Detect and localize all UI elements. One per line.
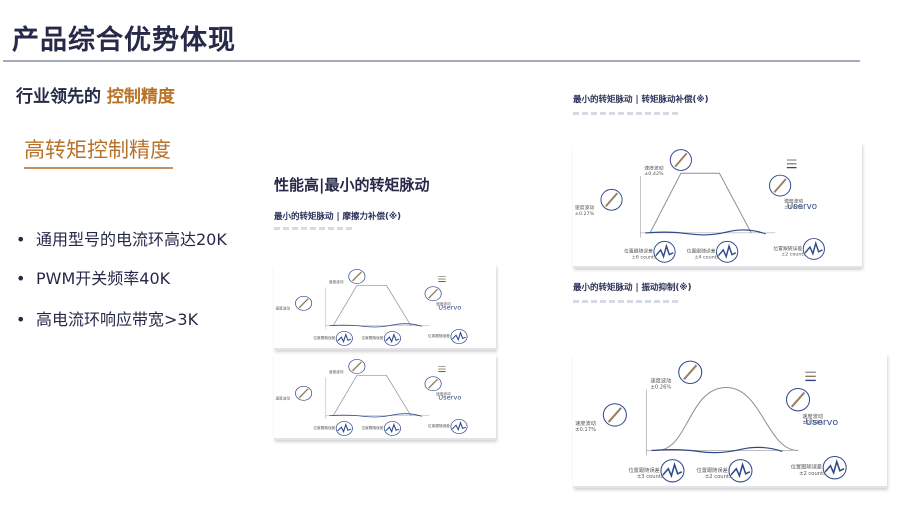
position-callout-label: 位置跟随误差	[697, 466, 728, 474]
speed-callout-label: 速度波动	[575, 419, 596, 427]
speed-callout-trace	[428, 378, 439, 389]
position-callout-trace	[451, 331, 466, 342]
speed-callout-trace	[351, 361, 362, 372]
brand-label: Uservo	[438, 305, 461, 311]
subtitle-prefix: 行业领先的	[16, 87, 107, 107]
speed-callout-trace	[683, 364, 698, 381]
position-callout-trace	[717, 243, 737, 259]
speed-callout-trace	[351, 271, 362, 282]
speed-callout-trace	[298, 298, 309, 309]
position-callout-label: 位置跟随误差	[361, 335, 384, 340]
brand-label: Uservo	[787, 202, 817, 212]
position-callout-label: 位置跟随误差	[687, 248, 716, 255]
position-callout-label: 位置跟随误差	[361, 425, 384, 430]
position-callout-label: 位置跟随误差	[791, 463, 822, 471]
brand-label: Uservo	[438, 395, 461, 401]
position-callout-label: 位置跟随误差	[428, 333, 451, 338]
speed-callout-label: 速度波动	[784, 198, 803, 205]
speed-callout-label: 速度波动	[436, 302, 451, 307]
speed-callout-label: 速度波动	[644, 165, 663, 172]
position-callout-value: ±2 counts	[799, 471, 826, 477]
speed-callout-label: 速度波动	[650, 377, 671, 385]
position-callout-trace	[337, 422, 352, 434]
position-callout-trace	[385, 422, 400, 434]
speed-callout-trace	[790, 391, 806, 408]
position-callout-value: ±2 counts	[705, 474, 732, 480]
position-callout-label: 位置跟随误差	[313, 425, 336, 430]
speed-callout-trace	[298, 388, 309, 399]
bullet-item: •高电流环响应带宽>3K	[16, 310, 199, 329]
section-subtitle: 行业领先的 控制精度	[16, 82, 175, 107]
bullet-text: PWM开关频率40K	[36, 269, 171, 288]
faint-caption	[274, 227, 354, 230]
position-error-line	[329, 323, 423, 328]
position-callout-trace	[824, 459, 845, 476]
position-callout-value: ±2 counts	[781, 252, 806, 258]
speed-callout-trace	[674, 152, 688, 168]
bullet-text: 通用型号的电流环高达20K	[36, 230, 227, 249]
position-callout-trace	[662, 462, 683, 479]
position-callout-trace	[451, 421, 466, 432]
speed-callout-label: 速度波动	[275, 396, 290, 401]
position-callout-label: 位置跟随误差	[773, 245, 802, 252]
speed-callout-trace	[607, 407, 622, 423]
right-bottom-heading: 最小的转矩脉动 | 振动抑制(※)	[573, 283, 692, 293]
title-divider	[3, 60, 860, 62]
position-callout-label: 位置跟随误差	[428, 423, 451, 428]
position-callout-label: 位置跟随误差	[628, 466, 659, 474]
speed-callout-value: ±0.26%	[650, 385, 671, 391]
mid-heading: 性能高|最小的转矩脉动	[274, 176, 430, 194]
position-callout-label: 位置跟随误差	[624, 248, 653, 255]
speed-profile-line	[332, 375, 412, 416]
position-callout-trace	[385, 332, 400, 344]
feature-heading: 高转矩控制精度	[24, 134, 173, 169]
bullet-item: •PWM开关频率40K	[16, 269, 171, 288]
speed-profile-line	[656, 386, 799, 451]
faint-caption	[573, 112, 678, 115]
position-callout-label: 位置跟随误差	[313, 335, 336, 340]
speed-callout-trace	[605, 192, 619, 208]
bullet-text: 高电流环响应带宽>3K	[36, 310, 199, 329]
position-callout-value: ±4 counts	[694, 254, 719, 260]
speed-callout-trace	[773, 178, 787, 193]
position-callout-trace	[804, 240, 823, 256]
position-callout-trace	[337, 332, 352, 344]
page-title: 产品综合优势体现	[12, 25, 236, 56]
faint-caption	[573, 300, 678, 303]
speed-profile-line	[649, 172, 752, 234]
speed-profile-line	[332, 285, 412, 326]
bullet-item: •通用型号的电流环高达20K	[16, 230, 227, 249]
position-callout-trace	[655, 243, 674, 259]
position-callout-trace	[730, 462, 751, 479]
right-top-heading: 最小的转矩脉动 | 转矩脉动补偿(※)	[573, 95, 709, 105]
speed-callout-value: ±0.27%	[575, 211, 595, 217]
speed-callout-label: 速度波动	[275, 306, 290, 311]
speed-callout-label: 速度波动	[436, 392, 451, 397]
speed-callout-label: 速度波动	[575, 204, 594, 211]
speed-callout-label: 速度波动	[329, 369, 344, 374]
speed-callout-trace	[428, 288, 439, 299]
position-error-line	[651, 446, 783, 454]
speed-callout-label: 速度波动	[802, 412, 823, 420]
speed-callout-value: ±0.42%	[644, 171, 664, 177]
position-callout-value: ±3 counts	[637, 474, 664, 480]
mid-subheading: 最小的转矩脉动 | 摩擦力补偿(※)	[274, 212, 402, 222]
position-callout-value: ±6 counts	[632, 254, 657, 260]
speed-callout-value: ±0.39%	[802, 420, 823, 426]
position-error-line	[645, 229, 766, 236]
speed-callout-label: 速度波动	[329, 279, 344, 284]
speed-callout-value: ±0.17%	[575, 427, 596, 433]
position-error-line	[329, 413, 423, 418]
brand-label: Uservo	[805, 417, 838, 428]
subtitle-highlight: 控制精度	[106, 87, 175, 107]
speed-callout-value: ±0.42%	[784, 204, 804, 210]
